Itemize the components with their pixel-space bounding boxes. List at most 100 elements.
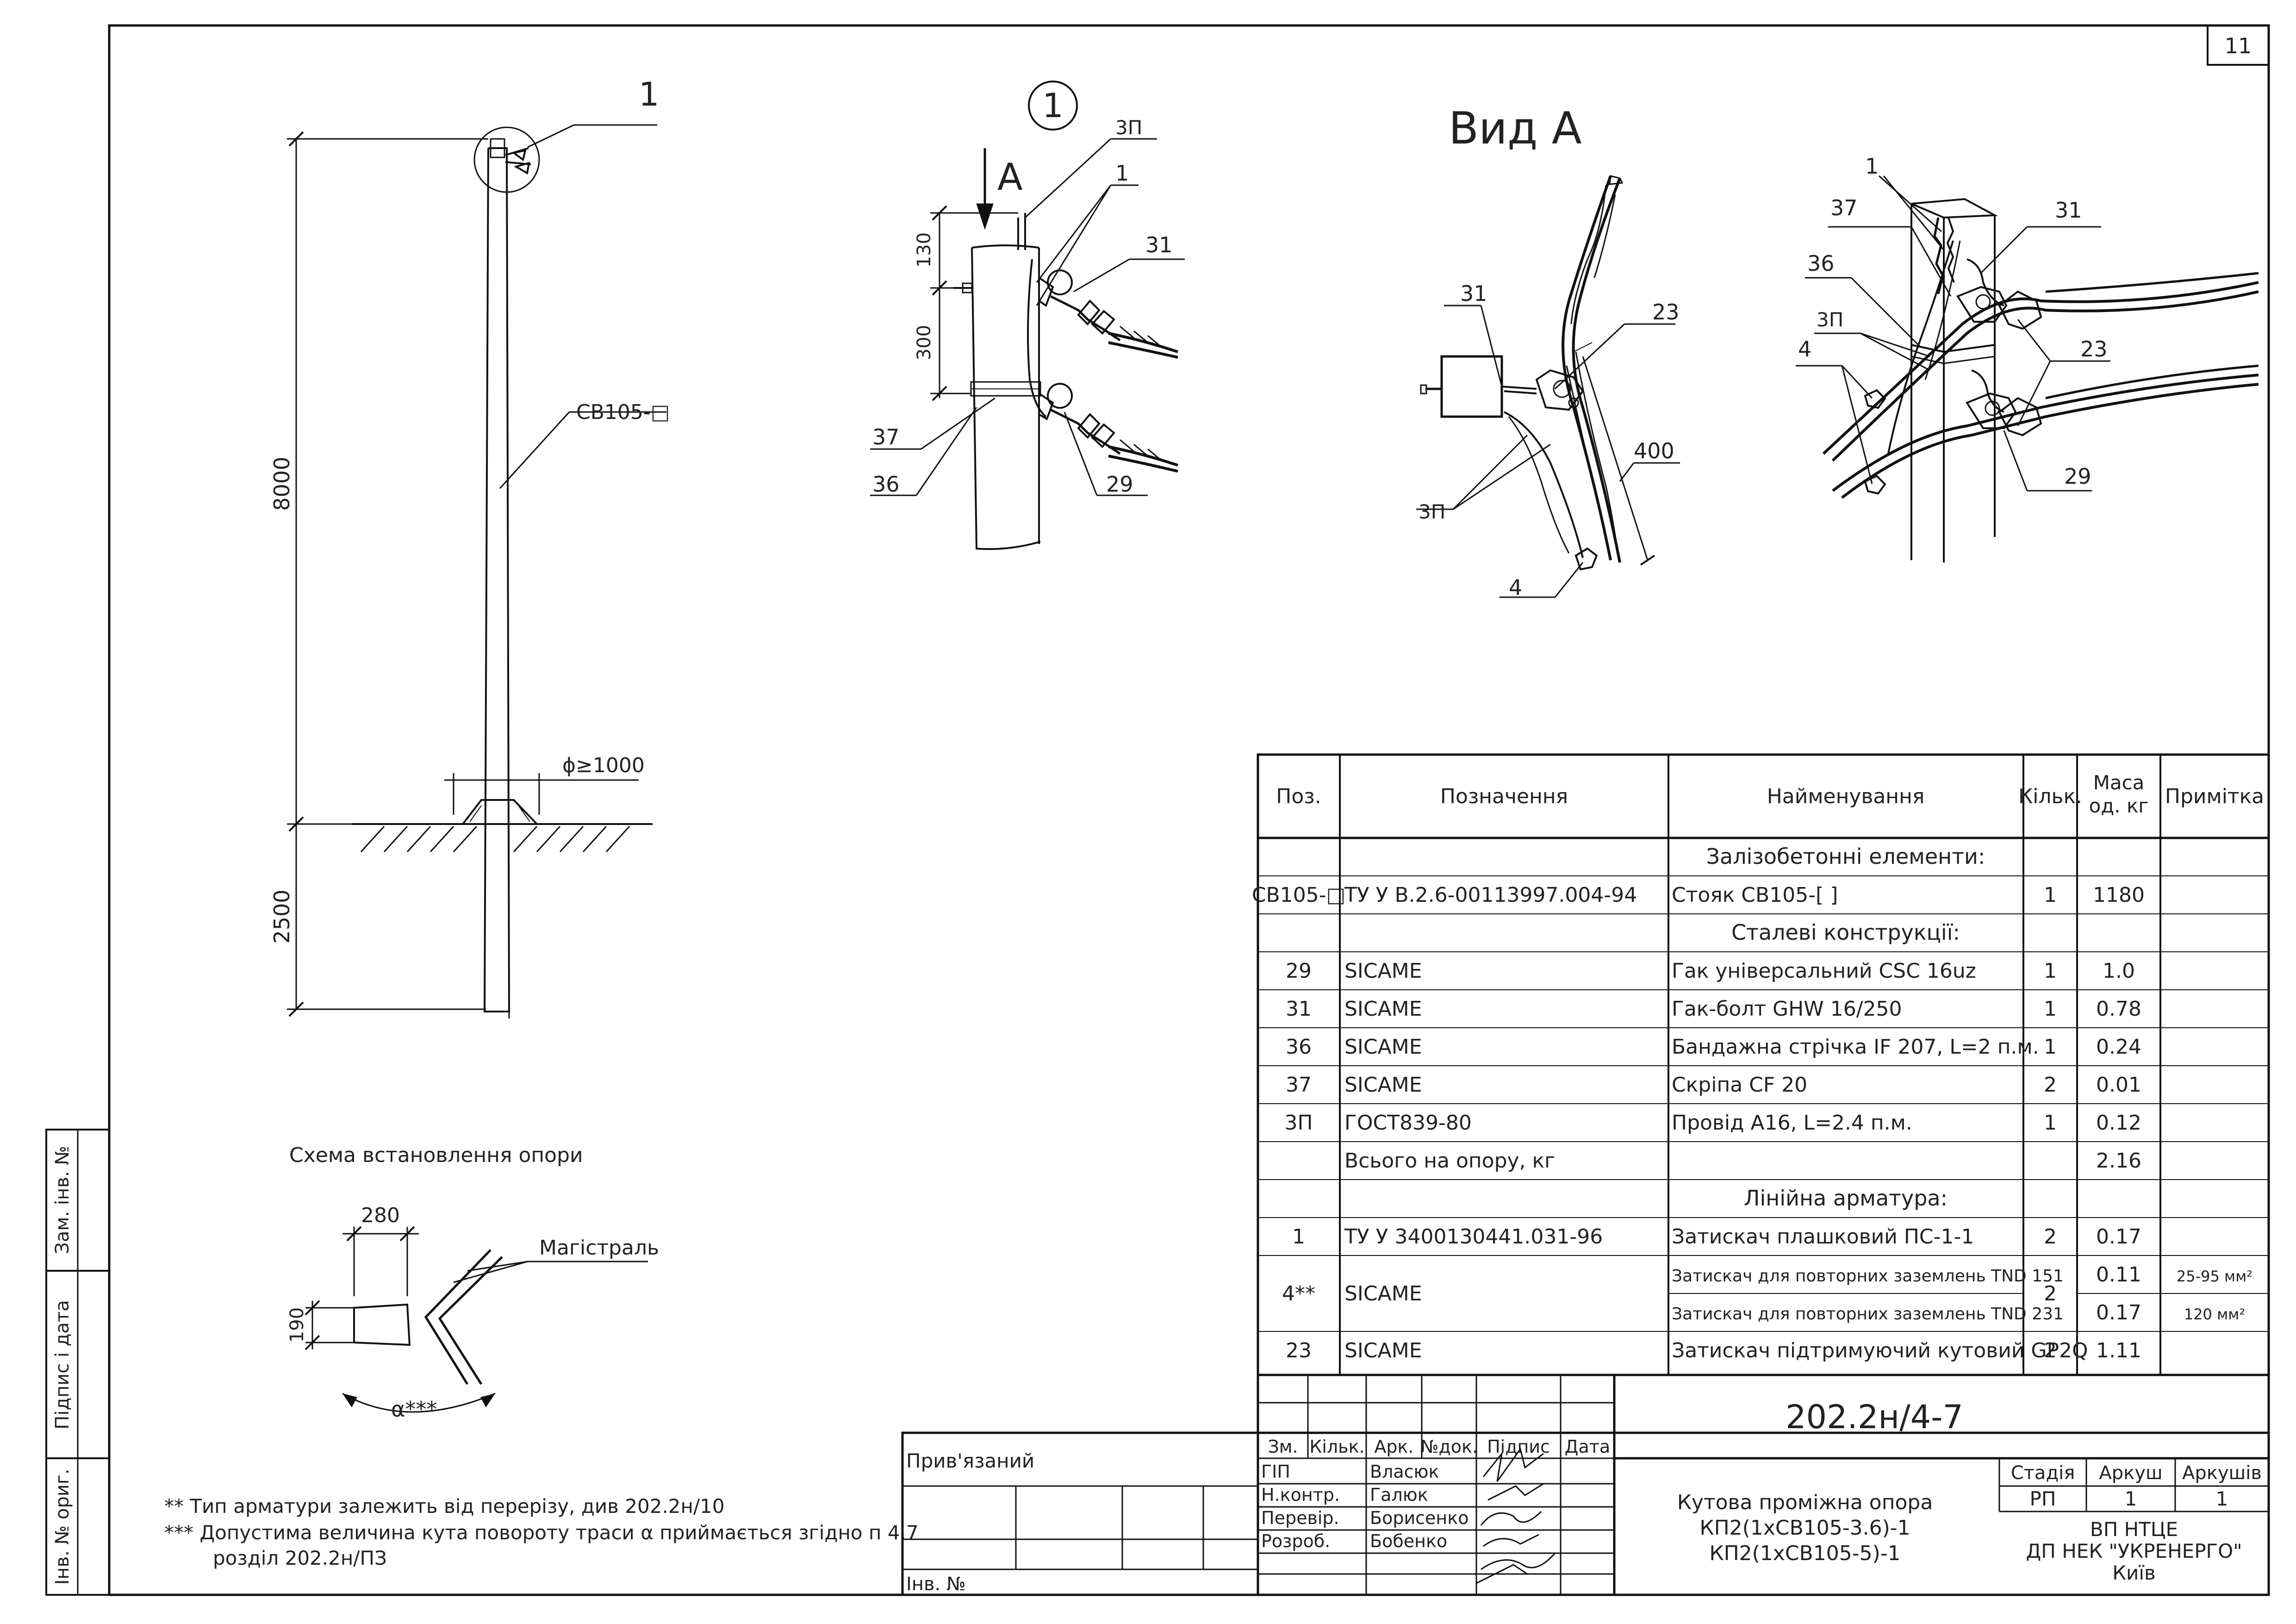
- iso-label-37: 37: [1830, 195, 1858, 220]
- spec-cell-mass: 1.11: [2096, 1339, 2141, 1362]
- view-a-title: Вид А: [1449, 103, 1582, 154]
- spec-cell-code: SICAME: [1344, 959, 1422, 983]
- spec-cell-mass: 0.12: [2096, 1111, 2141, 1135]
- install-width-280: 280: [361, 1204, 400, 1227]
- spec-cell-code: ТУ У В.2.6-00113997.004-94: [1344, 883, 1637, 907]
- iso-label-3p: 3П: [1817, 308, 1843, 331]
- title-line-2: КП2(1хСВ105-3.6)-1: [1699, 1516, 1910, 1540]
- pole-callout-1: 1: [639, 75, 660, 113]
- revision-header: Арк.: [1374, 1437, 1413, 1457]
- signer-role: ГІП: [1261, 1462, 1290, 1482]
- spec-cell-name: Гак-болт GHW 16/250: [1672, 997, 1902, 1021]
- spec-cell-mass: 0.11: [2096, 1263, 2141, 1287]
- depth-2500-label: 2500: [269, 889, 294, 943]
- spec-cell-mass: 2.16: [2096, 1149, 2141, 1173]
- spec-cell-code: SICAME: [1344, 1282, 1422, 1305]
- spec-section-title: Лінійна арматура:: [1744, 1186, 1948, 1211]
- detail-1-label-37: 37: [872, 425, 900, 450]
- detail-1: [870, 81, 1185, 550]
- spec-cell-qty: 2: [2044, 1339, 2057, 1362]
- view-a-arrow-label: А: [997, 156, 1023, 199]
- spec-cell-pos: 3П: [1284, 1111, 1313, 1135]
- side-stamp: Зам. інв. № Підпис і дата Інв. № ориг.: [52, 1146, 73, 1585]
- revision-header: Підпис: [1487, 1437, 1550, 1457]
- signer-role: Перевір.: [1261, 1508, 1339, 1528]
- spec-cell-name: Затискач плашковий ПС-1-1: [1672, 1225, 1974, 1249]
- spec-section-title: Сталеві конструкції:: [1731, 920, 1960, 945]
- view-a-label-3p: 3П: [1419, 500, 1445, 523]
- note-2: *** Допустима величина кута повороту тра…: [164, 1521, 919, 1544]
- angle-label: α***: [391, 1397, 437, 1422]
- view-a-label-23: 23: [1652, 300, 1680, 325]
- spec-cell-pos: 37: [1286, 1073, 1312, 1097]
- spec-cell-pos: 4**: [1282, 1282, 1315, 1305]
- spec-header-mass-unit: од. кг: [2089, 794, 2149, 817]
- spec-cell-code: ГОСТ839-80: [1344, 1111, 1472, 1135]
- detail-1-label-36: 36: [872, 472, 900, 497]
- detail-1-label-29: 29: [1106, 472, 1133, 497]
- pole-type-label: СВ105-□: [576, 400, 670, 424]
- main-line-label: Магістраль: [539, 1236, 659, 1260]
- spec-cell-mass: 0.17: [2096, 1301, 2141, 1324]
- detail-1-marker: 1: [1042, 86, 1064, 125]
- stage-value: РП: [2030, 1487, 2056, 1510]
- signer-role: Розроб.: [1261, 1531, 1330, 1551]
- iso-label-31: 31: [2055, 198, 2082, 223]
- spec-cell-name: Бандажна стрічка IF 207, L=2 п.м.: [1672, 1035, 2039, 1059]
- spec-cell-note: 25-95 мм²: [2177, 1268, 2252, 1285]
- spec-cell-note: 120 мм²: [2184, 1305, 2245, 1323]
- revision-header: Дата: [1565, 1437, 1610, 1457]
- pit-diameter-label: ϕ≥1000: [562, 754, 645, 777]
- spec-cell-code: SICAME: [1344, 1035, 1422, 1059]
- view-a-label-31: 31: [1460, 281, 1487, 306]
- title-line-3: КП2(1хСВ105-5)-1: [1709, 1542, 1900, 1565]
- view-a-label-400: 400: [1634, 438, 1674, 463]
- spec-cell-qty: 1: [2044, 883, 2057, 907]
- spec-cell-mass: 1180: [2093, 883, 2145, 907]
- pole-elevation: [287, 124, 666, 1018]
- spec-cell-pos: 31: [1286, 997, 1312, 1021]
- detail-1-label-1: 1: [1115, 161, 1129, 186]
- spec-cell-name: Затискач підтримуючий кутовий GP2Q: [1672, 1339, 2088, 1362]
- spec-cell-code: SICAME: [1344, 997, 1422, 1021]
- iso-label-4: 4: [1798, 337, 1811, 362]
- revision-header: Зм.: [1268, 1437, 1298, 1457]
- spec-cell-pos: СВ105-□: [1252, 883, 1345, 907]
- spec-cell-qty: 2: [2044, 1073, 2057, 1097]
- spec-header-3: Кільк.: [2018, 785, 2082, 808]
- spec-cell-mass: 0.78: [2096, 997, 2141, 1021]
- signer-name: Галюк: [1370, 1485, 1428, 1505]
- spec-header-2: Найменування: [1767, 785, 1925, 808]
- view-a: [1416, 175, 1680, 598]
- isometric-view: [1796, 175, 2259, 562]
- spec-cell-qty: 1: [2044, 1111, 2057, 1135]
- spec-cell-code: SICAME: [1344, 1339, 1422, 1362]
- sheet-number: 11: [2225, 33, 2252, 58]
- spec-header-5: Примітка: [2165, 785, 2264, 808]
- spec-cell-pos: 36: [1286, 1035, 1312, 1059]
- title-block: [901, 1375, 2270, 1596]
- iso-label-29: 29: [2064, 464, 2091, 489]
- spec-cell-mass: 0.17: [2096, 1225, 2141, 1249]
- org-line-3: Київ: [2112, 1562, 2156, 1584]
- spec-cell-name: Затискач для повторних заземлень TND 231: [1672, 1305, 2064, 1324]
- spec-cell-qty: 2: [2044, 1225, 2057, 1249]
- spec-cell-code: Всього на опору, кг: [1344, 1149, 1555, 1173]
- dim-300-label: 300: [914, 325, 935, 360]
- spec-cell-qty: 1: [2044, 1035, 2057, 1059]
- sheet-header: Аркуш: [2099, 1462, 2162, 1484]
- dim-130-label: 130: [914, 232, 935, 268]
- stage-header: Стадія: [2011, 1462, 2075, 1484]
- revision-header: Кільк.: [1309, 1437, 1364, 1457]
- install-scheme-title: Схема встановлення опори: [289, 1143, 583, 1167]
- iso-label-1: 1: [1865, 154, 1879, 179]
- spec-cell-name: Затискач для повторних заземлень TND 151: [1672, 1267, 2064, 1286]
- iso-label-36: 36: [1807, 251, 1835, 276]
- spec-cell-name: Скріпа CF 20: [1672, 1073, 1807, 1097]
- install-height-190: 190: [286, 1307, 308, 1343]
- signer-name: Бобенко: [1370, 1531, 1447, 1551]
- spec-cell-name: Стояк СВ105-[ ]: [1672, 883, 1838, 907]
